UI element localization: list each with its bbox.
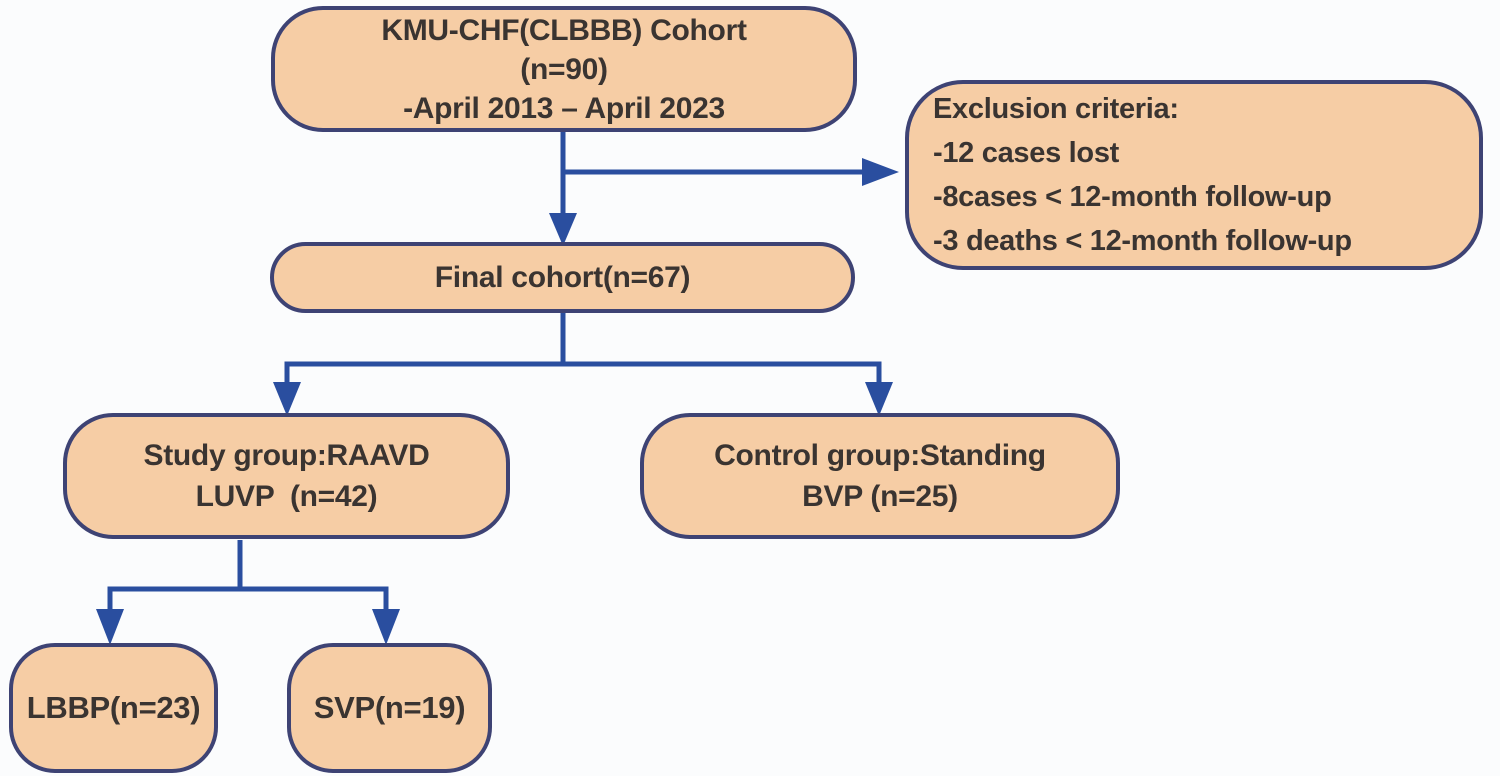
node-kmu-cohort: KMU-CHF(CLBBB) Cohort (n=90) -April 2013…: [271, 6, 857, 132]
arrowhead-down-final: [549, 213, 577, 246]
text-line: KMU-CHF(CLBBB) Cohort: [381, 13, 747, 47]
connector-study-split: [107, 586, 389, 612]
arrowhead-right-exclusion: [862, 158, 899, 186]
arrowhead-down-control: [865, 382, 893, 416]
node-exclusion-criteria: Exclusion criteria: -12 cases lost -8cas…: [905, 80, 1483, 270]
text-line: -3 deaths < 12-month follow-up: [933, 225, 1352, 257]
text-line: -8cases < 12-month follow-up: [933, 181, 1332, 213]
node-study-group: Study group:RAAVD LUVP (n=42): [63, 413, 510, 539]
text-line: Final cohort(n=67): [434, 260, 691, 294]
arrowhead-down-study: [273, 382, 301, 416]
text-line: BVP (n=25): [802, 480, 958, 513]
text-line: LUVP (n=42): [195, 480, 378, 513]
text-line: Exclusion criteria:: [933, 93, 1179, 125]
text-line: (n=90): [520, 52, 608, 86]
node-lbbp: LBBP(n=23): [9, 643, 218, 773]
text-line: LBBP(n=23): [26, 690, 201, 725]
node-svp: SVP(n=19): [287, 643, 492, 773]
text-line: -April 2013 – April 2023: [403, 91, 725, 125]
text-line: SVP(n=19): [313, 690, 466, 725]
arrowhead-down-svp: [372, 609, 400, 645]
text-line: -12 cases lost: [933, 137, 1120, 169]
node-final-cohort: Final cohort(n=67): [270, 242, 855, 313]
text-line: Study group:RAAVD: [143, 439, 430, 472]
connector-final-split: [284, 361, 882, 385]
node-control-group: Control group:Standing BVP (n=25): [640, 413, 1120, 539]
text-line: Control group:Standing: [714, 439, 1046, 472]
arrowhead-down-lbbp: [96, 609, 124, 645]
